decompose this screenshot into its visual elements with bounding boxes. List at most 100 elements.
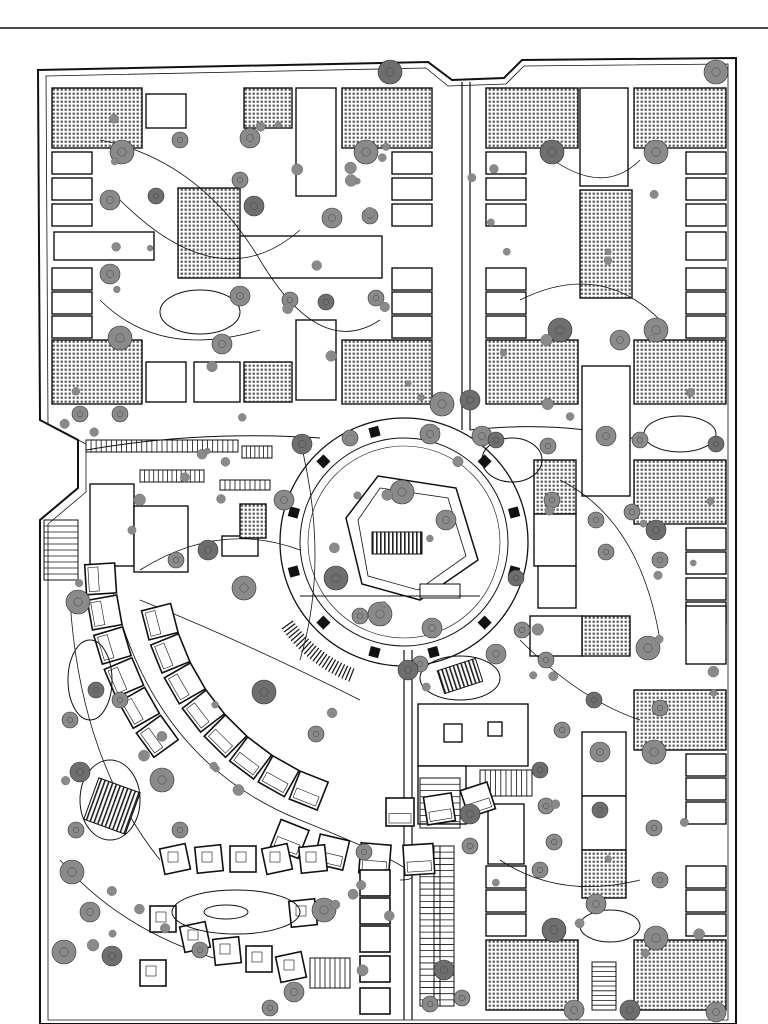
tree-core [656,556,664,564]
building-block [485,913,527,937]
tree-core [570,1006,578,1014]
shrub-icon [364,207,376,219]
tree-icon [283,981,305,1003]
tree-core [542,802,550,810]
tree-core [152,192,160,200]
tree-icon [87,681,105,699]
tree-core [360,848,368,856]
building-block [685,267,727,291]
tree-icon [149,767,175,793]
building-block [633,459,727,525]
building-block [485,889,527,913]
tree-icon [389,479,415,505]
parking-stall [290,631,303,642]
tree-icon [587,511,605,529]
building-block [133,505,189,573]
shrub-icon [216,494,226,504]
townhouse [117,686,161,730]
building-block [685,865,727,889]
building-block [581,731,627,797]
townhouse-detail [261,771,289,793]
tree-core [492,436,500,444]
townhouse [402,842,436,877]
tree-core [602,432,610,440]
tree-core [239,583,249,593]
tree-icon [645,819,663,837]
townhouse-detail [90,600,106,627]
plaza-ring-marker [287,506,301,519]
building-block [485,87,579,149]
tree-icon [239,127,261,149]
tree-core [590,696,598,704]
tree-icon [531,861,549,879]
building-block [685,151,727,175]
building-block [685,913,727,937]
townhouse-detail [292,787,320,807]
shrub-icon [282,303,294,314]
tree-core [442,516,450,524]
shrub-icon [59,418,70,429]
townhouse [149,632,191,674]
tree-icon [291,433,313,455]
tree-core [651,147,661,157]
tree-icon [645,519,667,541]
building-block [51,267,93,291]
townhouse [86,594,123,631]
tree-core [426,1000,434,1008]
parking-stall [341,665,349,679]
tree-icon [419,423,441,445]
building-block [485,865,527,889]
tree-icon [211,333,233,355]
tree-icon [623,503,641,521]
plaza-ring-marker [316,454,331,469]
tree-icon [353,139,379,165]
townhouse [422,791,457,826]
shrub-icon [255,121,266,132]
tree-core [547,147,557,157]
tree-icon [459,389,481,411]
tree-core [478,432,486,440]
tree-icon [99,263,121,285]
shrub-icon [156,731,168,742]
tree-icon [109,139,135,165]
shrub-icon [75,579,84,588]
tree-icon [597,543,615,561]
tree-core [651,933,661,943]
shrub-icon [540,334,553,347]
tree-core [466,842,474,850]
tree-core [636,436,644,444]
tree-core [558,726,566,734]
tree-icon [397,659,419,681]
tree-core [298,440,306,448]
building-block [487,721,503,737]
tree-core [356,612,364,620]
shrub-icon [378,153,387,162]
tree-icon [421,995,439,1013]
shrub-icon [204,447,211,455]
tree-icon [51,939,77,965]
tree-icon [643,925,669,951]
tree-core [536,866,544,874]
garden-paths [59,139,661,961]
tree-icon [101,945,123,967]
shrub-icon [690,559,697,567]
shrub-icon [648,334,655,342]
tree-icon [191,941,209,959]
building-blocks [51,87,727,1011]
shrub-icon [382,142,391,151]
tree-icon [651,871,669,889]
villa-detail [251,951,263,963]
tree-core [512,574,520,582]
tree-icon [595,425,617,447]
tree-core [108,952,116,960]
tree-core [652,526,660,534]
tree-core [550,838,558,846]
tree-core [286,296,294,304]
tree-icon [71,405,89,423]
tree-icon [643,139,669,165]
building-block [485,177,527,201]
tree-core [322,298,330,306]
tree-icon [107,325,133,351]
tree-core [76,768,84,776]
shrub-icon [641,948,650,958]
